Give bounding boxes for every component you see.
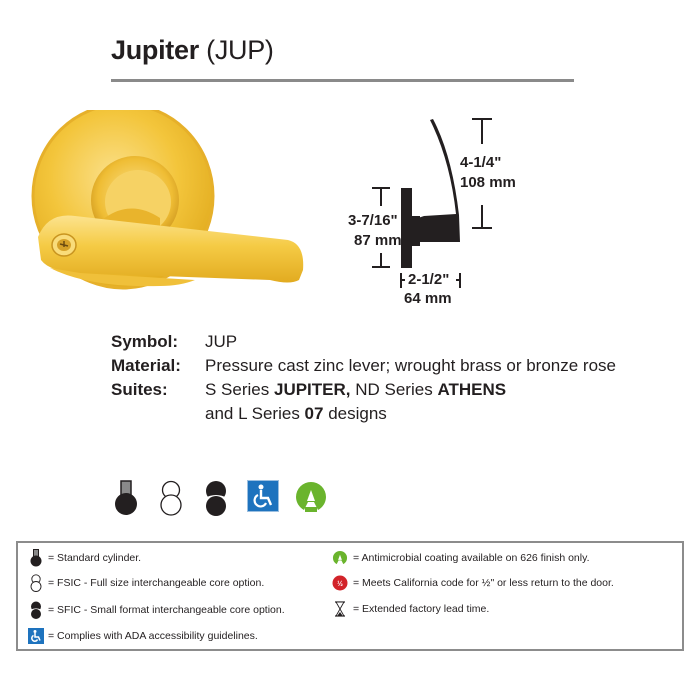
hourglass-icon bbox=[335, 601, 345, 617]
product-photo bbox=[31, 110, 304, 290]
rose-height-mm: 87 mm bbox=[354, 232, 402, 249]
legend-text: = FSIC - Full size interchangeable core … bbox=[48, 577, 265, 589]
legend-text: = Antimicrobial coating available on 626… bbox=[353, 552, 590, 564]
spec-value: S Series JUPITER, ND Series ATHENS bbox=[205, 378, 506, 402]
legend-text: = SFIC - Small format interchangeable co… bbox=[48, 604, 285, 616]
spec-label: Symbol: bbox=[111, 332, 179, 351]
product-code: (JUP) bbox=[206, 35, 274, 65]
suite-text: S Series bbox=[205, 380, 274, 399]
projection-inches: 2-1/2" bbox=[408, 271, 450, 288]
legend-text: = Standard cylinder. bbox=[48, 552, 142, 564]
svg-text:½: ½ bbox=[337, 580, 343, 588]
spec-value: JUP bbox=[205, 332, 238, 351]
legend-text: = Complies with ADA accessibility guidel… bbox=[48, 630, 258, 642]
legend-text: = Meets California code for ½" or less r… bbox=[353, 577, 614, 589]
suite-name-athens: ATHENS bbox=[437, 380, 507, 399]
lever-height-mm: 108 mm bbox=[460, 174, 516, 191]
ada-icon bbox=[28, 628, 44, 644]
legend-item-sfic: = SFIC - Small format interchangeable co… bbox=[28, 600, 285, 620]
spec-symbol: Symbol: JUP bbox=[111, 330, 616, 354]
spec-material: Material: Pressure cast zinc lever; wrou… bbox=[111, 354, 616, 378]
title-divider bbox=[111, 79, 574, 82]
spec-label: Material: bbox=[111, 356, 181, 375]
icon-legend: = Standard cylinder. = FSIC - Full size … bbox=[16, 541, 684, 651]
sfic-icon bbox=[30, 601, 42, 619]
spec-suites: Suites: S Series JUPITER, ND Series ATHE… bbox=[111, 378, 616, 402]
legend-item-lead-time: = Extended factory lead time. bbox=[331, 599, 489, 619]
antimicrobial-icon bbox=[296, 482, 326, 512]
spec-suites-continued: and L Series 07 designs bbox=[111, 402, 616, 426]
projection-mm: 64 mm bbox=[404, 290, 452, 307]
lever-height-inches: 4-1/4" bbox=[460, 154, 502, 171]
standard-cylinder-icon bbox=[115, 480, 137, 515]
lever-profile-drawing bbox=[372, 118, 492, 288]
legend-item-ada: = Complies with ADA accessibility guidel… bbox=[28, 626, 258, 646]
product-name: Jupiter bbox=[111, 35, 199, 65]
legend-item-antimicrobial: = Antimicrobial coating available on 626… bbox=[331, 548, 590, 568]
legend-item-standard-cylinder: = Standard cylinder. bbox=[28, 548, 141, 568]
sfic-icon bbox=[204, 481, 228, 516]
spec-list: Symbol: JUP Material: Pressure cast zinc… bbox=[111, 330, 616, 426]
legend-item-california-code: ½ = Meets California code for ½" or less… bbox=[331, 573, 614, 593]
ada-icon bbox=[247, 480, 279, 512]
suite-text: designs bbox=[323, 404, 387, 423]
standard-cylinder-icon bbox=[30, 549, 42, 567]
spec-value: Pressure cast zinc lever; wrought brass … bbox=[205, 356, 617, 375]
legend-item-fsic: = FSIC - Full size interchangeable core … bbox=[28, 573, 264, 593]
fsic-icon bbox=[30, 574, 42, 592]
rose-height-inches: 3-7/16" bbox=[348, 212, 398, 229]
page-title: Jupiter (JUP) bbox=[111, 33, 274, 67]
suite-text: and L Series bbox=[205, 404, 305, 423]
suite-name-07: 07 bbox=[304, 404, 324, 423]
suite-text: ND Series bbox=[350, 380, 438, 399]
fsic-icon bbox=[160, 480, 182, 516]
antimicrobial-icon bbox=[332, 550, 348, 565]
dimension-diagram: 4-1/4" 108 mm 3-7/16" 87 mm 2-1/2" 64 mm bbox=[348, 110, 540, 310]
spec-label: Suites: bbox=[111, 380, 168, 399]
legend-text: = Extended factory lead time. bbox=[353, 603, 490, 615]
suite-name-jupiter: JUPITER, bbox=[273, 380, 351, 399]
california-code-icon: ½ bbox=[332, 575, 348, 591]
